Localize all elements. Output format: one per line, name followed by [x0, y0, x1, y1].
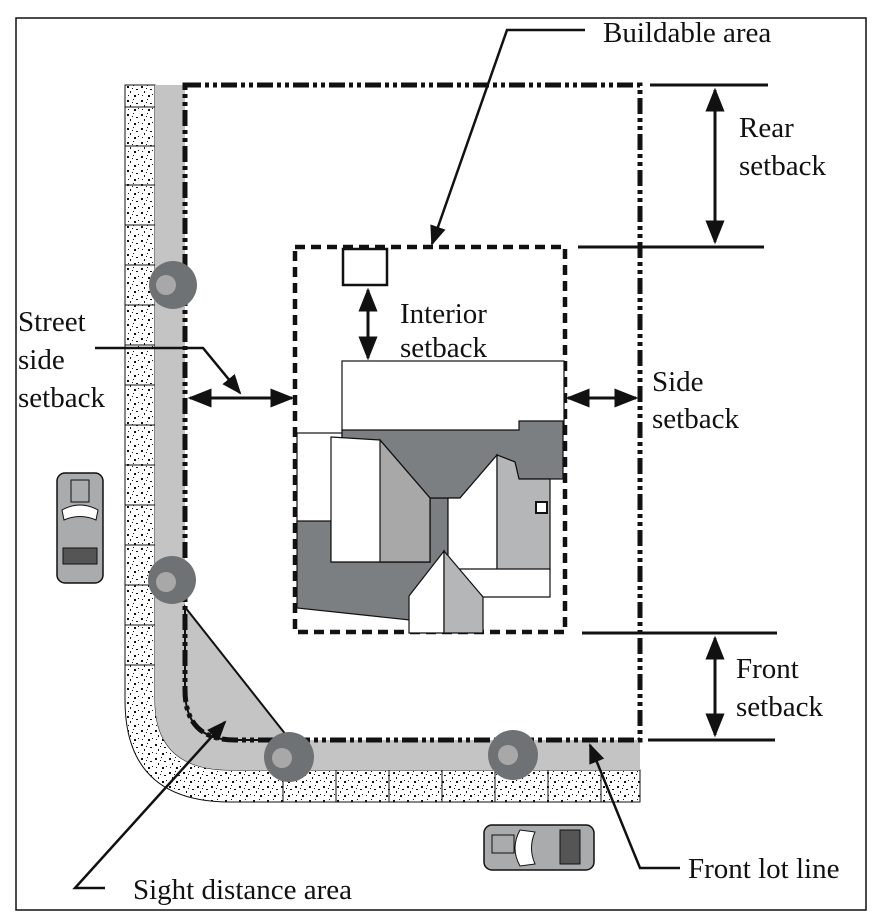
leader-lines [72, 28, 680, 890]
label-side-setback-2: setback [652, 403, 739, 435]
label-front-setback-2: setback [736, 691, 823, 723]
tree [264, 732, 314, 782]
tree [488, 730, 538, 780]
car-bottom [483, 824, 595, 871]
label-sight-distance-area: Sight distance area [133, 874, 352, 906]
label-interior-setback-2: setback [400, 332, 487, 364]
label-street-side-setback-3: setback [18, 382, 105, 414]
label-interior-setback-1: Interior [400, 298, 487, 330]
label-buildable-area: Buildable area [603, 17, 771, 49]
lot-line [182, 82, 643, 743]
label-rear-setback-1: Rear [739, 112, 794, 144]
tree [149, 261, 197, 309]
tree [148, 556, 196, 604]
label-side-setback-1: Side [652, 366, 704, 398]
label-front-setback-1: Front [736, 653, 799, 685]
label-street-side-setback-1: Street [18, 306, 86, 338]
label-front-lot-line: Front lot line [688, 853, 839, 885]
house [296, 360, 565, 634]
car-left [56, 472, 104, 584]
label-rear-setback-2: setback [739, 150, 826, 182]
dimension-lines [187, 83, 777, 742]
label-street-side-setback-2: side [18, 344, 65, 376]
accessory-structure [341, 247, 389, 287]
